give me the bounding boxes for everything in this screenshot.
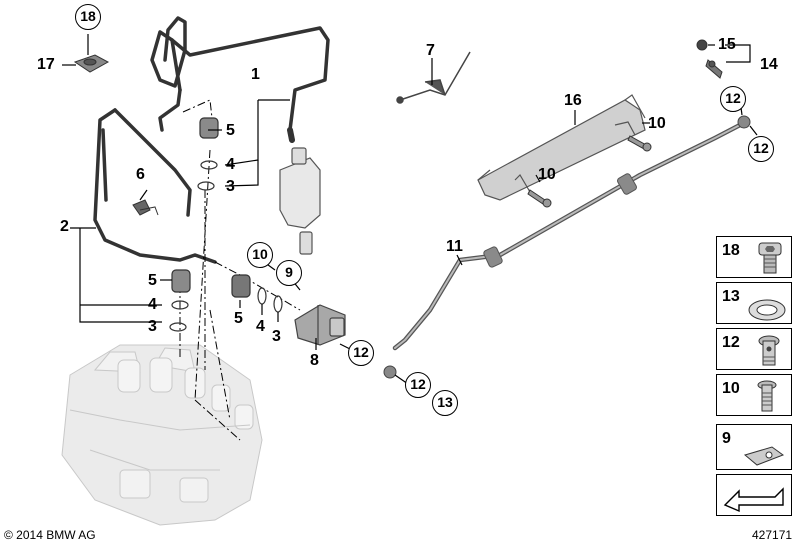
label-17: 17	[37, 56, 55, 73]
callout-12-top: 12	[720, 86, 746, 112]
label-4-upper: 4	[226, 156, 235, 173]
upper-seal-stack	[197, 117, 219, 191]
legend-item-18: 18	[716, 236, 792, 278]
label-7: 7	[426, 42, 435, 59]
label-8: 8	[310, 352, 319, 369]
label-2: 2	[60, 218, 69, 235]
callout-13: 13	[432, 390, 458, 416]
brake-line-1	[150, 16, 330, 143]
torx-bolt-icon	[757, 380, 777, 412]
arrow-direction-icon	[723, 487, 784, 513]
copyright-notice: © 2014 BMW AG	[4, 528, 96, 542]
lower-seal-stack	[169, 269, 191, 332]
label-14: 14	[760, 56, 778, 73]
legend-item-12: 12	[716, 328, 792, 370]
label-5-middle: 5	[234, 310, 243, 327]
bleed-valve-14-15	[696, 39, 723, 79]
label-16: 16	[564, 92, 582, 109]
callout-12-right: 12	[748, 136, 774, 162]
legend-number: 18	[722, 242, 740, 259]
sealing-ring-icon	[748, 299, 786, 321]
brake-line-2	[93, 108, 217, 264]
clip-6	[132, 199, 159, 216]
callout-10-left: 10	[247, 242, 273, 268]
legend-item-arrow	[716, 474, 792, 516]
legend-item-9: 9	[716, 424, 792, 470]
label-3-upper: 3	[226, 178, 235, 195]
label-3-lower: 3	[148, 318, 157, 335]
label-10-right: 10	[648, 115, 666, 132]
callout-18: 18	[75, 4, 101, 30]
screw-17-18	[73, 54, 110, 73]
label-4-lower: 4	[148, 296, 157, 313]
callout-9: 9	[276, 260, 302, 286]
legend-number: 9	[722, 430, 731, 447]
label-15: 15	[718, 36, 736, 53]
brake-hose-11	[383, 115, 751, 379]
diagram-id: 427171	[752, 528, 793, 542]
label-10-middle: 10	[538, 166, 556, 183]
pressure-sensor-upper	[279, 147, 321, 255]
bracket-16	[477, 94, 646, 201]
cable-tie-7	[396, 51, 471, 104]
label-1: 1	[251, 66, 260, 83]
hydraulic-unit	[61, 344, 263, 526]
callout-12-sensor: 12	[348, 340, 374, 366]
legend-item-13: 13	[716, 282, 792, 324]
spring-clip-icon	[743, 446, 785, 466]
legend-number: 13	[722, 288, 740, 305]
callout-12-hose-end: 12	[405, 372, 431, 398]
legend-item-10: 10	[716, 374, 792, 416]
label-6: 6	[136, 166, 145, 183]
pressure-sensor-8	[294, 304, 346, 346]
label-5-lower: 5	[148, 272, 157, 289]
bracket-bolts-10	[527, 135, 652, 208]
legend-number: 12	[722, 334, 740, 351]
hollow-bolt-icon	[758, 335, 780, 366]
label-11: 11	[446, 238, 463, 255]
hex-socket-bolt-icon	[758, 242, 782, 274]
label-3-middle: 3	[272, 328, 281, 345]
label-5-upper: 5	[226, 122, 235, 139]
legend-number: 10	[722, 380, 740, 397]
label-4-middle: 4	[256, 318, 265, 335]
